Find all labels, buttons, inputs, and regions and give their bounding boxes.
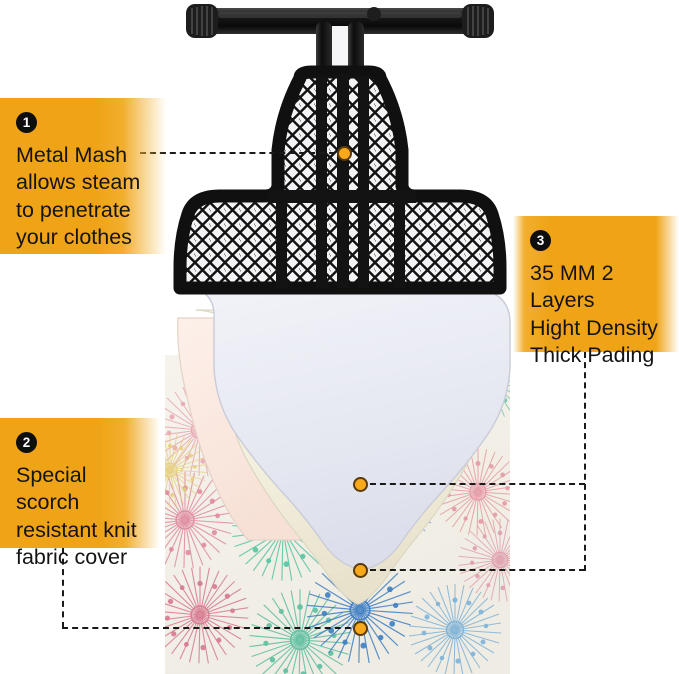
connector-line-3-branch-lower — [360, 569, 585, 571]
callout-text-1-line-1: Metal Mash — [16, 143, 128, 167]
mesh-vertical-ribs — [276, 74, 405, 288]
callout-text-3-line-3: Thick Pading — [530, 342, 655, 367]
callout-text-1-line-3: to penetrate — [16, 197, 131, 222]
callout-text-3-line-1: 35 MM 2 Layers — [530, 261, 614, 313]
callout-box-2: 2 Special scorch resistant knit fabric c… — [0, 418, 160, 569]
handle-end-cap-right — [462, 4, 494, 38]
callout-text-1-line-2: allows steam — [16, 170, 141, 195]
callout-box-1: 1 Metal Mash allows steam to penetrate y… — [0, 98, 166, 254]
connector-line-3-branch-upper — [360, 483, 585, 485]
callout-text-2-line-2: resistant knit — [16, 517, 137, 542]
callout-text-2-line-1: Special scorch — [16, 463, 87, 515]
handle-end-cap-left — [186, 4, 218, 38]
callout-text-1-line-4: your clothes — [16, 224, 132, 249]
callout-badge-2: 2 — [16, 432, 37, 453]
connector-line-2-horizontal — [62, 627, 361, 629]
callout-dot-mesh[interactable] — [337, 146, 352, 161]
callout-box-3: 3 35 MM 2 Layers Hight Density Thick Pad… — [513, 216, 679, 367]
callout-dot-fabric-cover[interactable] — [353, 621, 368, 636]
connector-line-2-vertical — [62, 548, 64, 628]
mesh-horizontal-rib — [268, 190, 416, 203]
callout-dot-felt-pad[interactable] — [353, 477, 368, 492]
connector-line-3-vertical — [584, 352, 586, 571]
handle-bar — [200, 7, 480, 34]
callout-badge-1: 1 — [16, 112, 37, 133]
callout-text-2-line-3: fabric cover — [16, 544, 128, 569]
callout-dot-foam-pad[interactable] — [353, 563, 368, 578]
callout-badge-3: 3 — [530, 230, 551, 251]
callout-text-3-line-2: Hight Density — [530, 315, 658, 340]
connector-line-1 — [140, 152, 345, 154]
metal-mesh-board — [173, 65, 507, 295]
